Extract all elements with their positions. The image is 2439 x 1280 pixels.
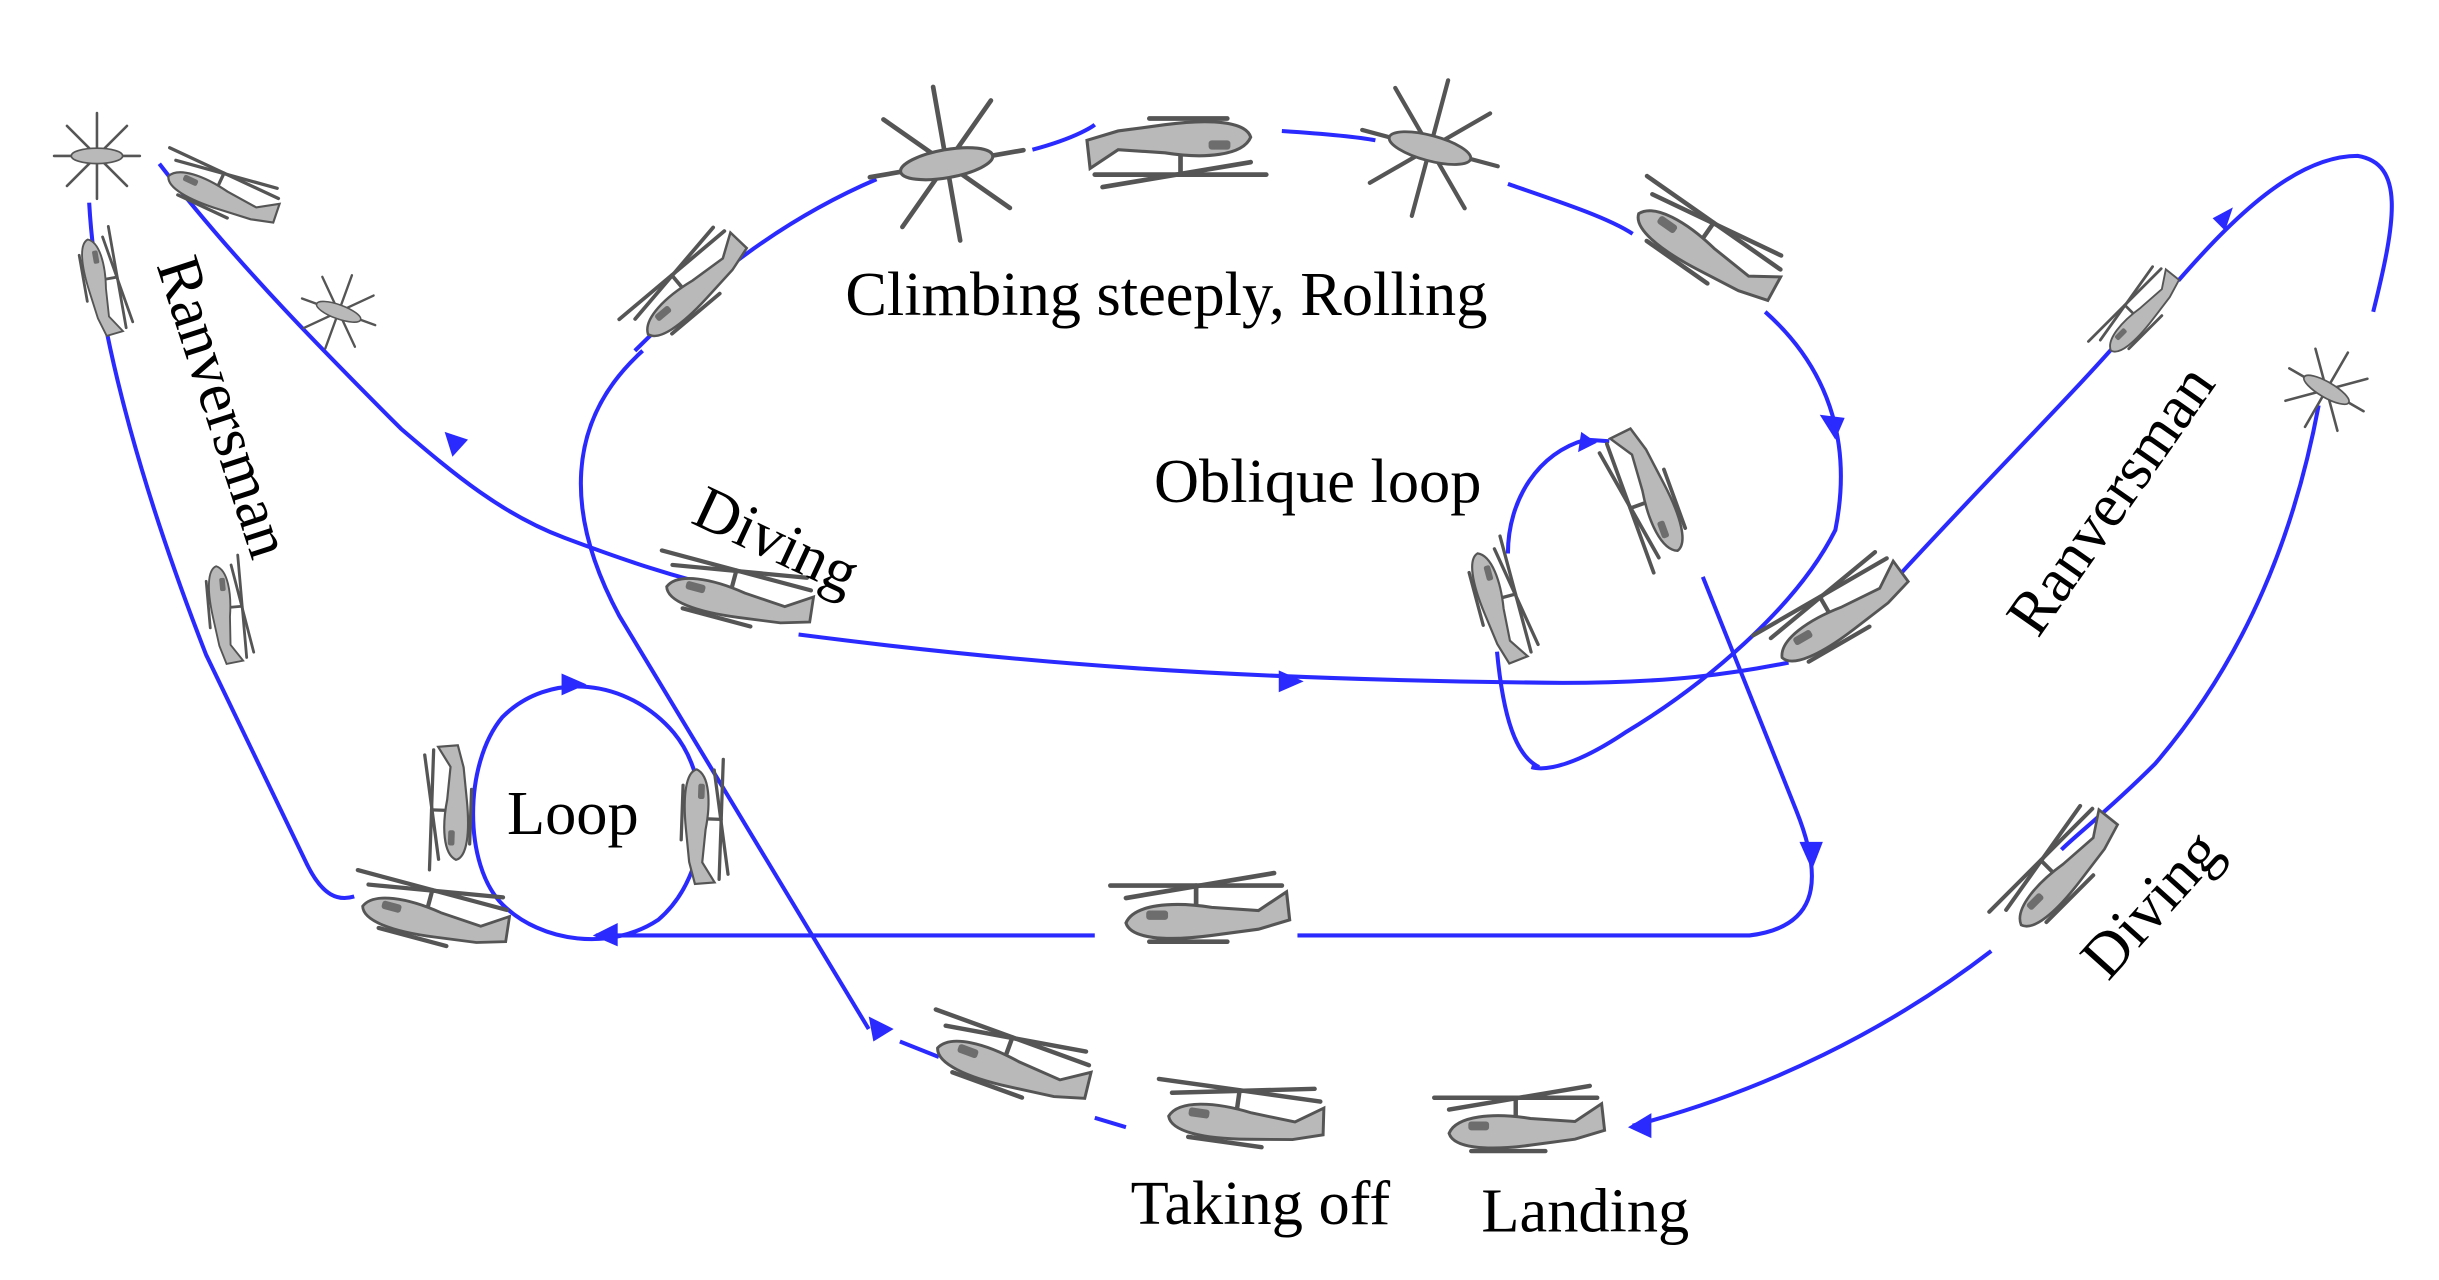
helicopter-icon xyxy=(287,260,390,363)
path-loop-circle xyxy=(471,684,704,942)
helicopter-icon xyxy=(1434,1086,1604,1151)
helicopter-icon xyxy=(1110,873,1289,942)
arrowhead-icon xyxy=(2212,207,2233,231)
helicopter-icon xyxy=(1344,62,1516,234)
helicopter-icon xyxy=(202,552,256,667)
helicopter-icon xyxy=(1593,420,1698,579)
label-climbing-rolling: Climbing steeply, Rolling xyxy=(845,260,1487,329)
arrowhead-icon xyxy=(1627,1113,1652,1139)
helicopter-icon xyxy=(73,223,136,340)
arrowhead-icon xyxy=(592,922,618,947)
arrowhead-icon xyxy=(561,673,587,696)
helicopter-icon xyxy=(2081,258,2190,367)
label-oblique-loop: Oblique loop xyxy=(1154,447,1481,516)
helicopter-icon xyxy=(918,998,1100,1117)
label-ranversman-right: Ranversman xyxy=(1993,352,2228,647)
helicopter-icon xyxy=(856,73,1037,254)
label-ranversman-left: Ranversman xyxy=(143,248,305,566)
helicopter-icon xyxy=(1087,118,1266,187)
helicopter-icon xyxy=(2266,329,2387,450)
path-ranversman-to-diving xyxy=(157,162,729,592)
arrowhead-icon xyxy=(868,1016,894,1042)
helicopter-icon xyxy=(1747,545,1918,679)
path-oblique-loop xyxy=(1494,437,1610,769)
label-taking-off: Taking off xyxy=(1131,1169,1391,1238)
helicopter-icon xyxy=(678,756,734,887)
helicopter-icon xyxy=(1460,532,1543,670)
arrowhead-icon xyxy=(1578,431,1597,453)
helicopter-icon xyxy=(610,217,760,356)
helicopter-icon xyxy=(151,138,289,239)
arrowhead-icon xyxy=(1799,841,1823,870)
path-right-diving-to-landing xyxy=(1632,949,1993,1128)
label-loop: Loop xyxy=(507,779,639,848)
path-oblique-exit xyxy=(1297,576,1814,938)
path-right-ranversman xyxy=(1896,153,2394,852)
flight-paths xyxy=(87,123,2394,1130)
helicopter-icon xyxy=(419,742,475,873)
path-dive-to-right xyxy=(798,632,1789,685)
helicopter-icon xyxy=(1616,166,1793,317)
helicopter-icon xyxy=(1152,1067,1330,1155)
arrowhead-icon xyxy=(444,431,469,457)
arrowheads xyxy=(444,207,2233,1139)
label-landing: Landing xyxy=(1481,1177,1689,1246)
arrowhead-icon xyxy=(1819,414,1845,440)
helicopter-icon xyxy=(345,859,517,960)
arrowhead-icon xyxy=(1278,670,1304,693)
helicopter-icon xyxy=(52,111,142,201)
path-takeoff-link xyxy=(899,1039,1127,1130)
